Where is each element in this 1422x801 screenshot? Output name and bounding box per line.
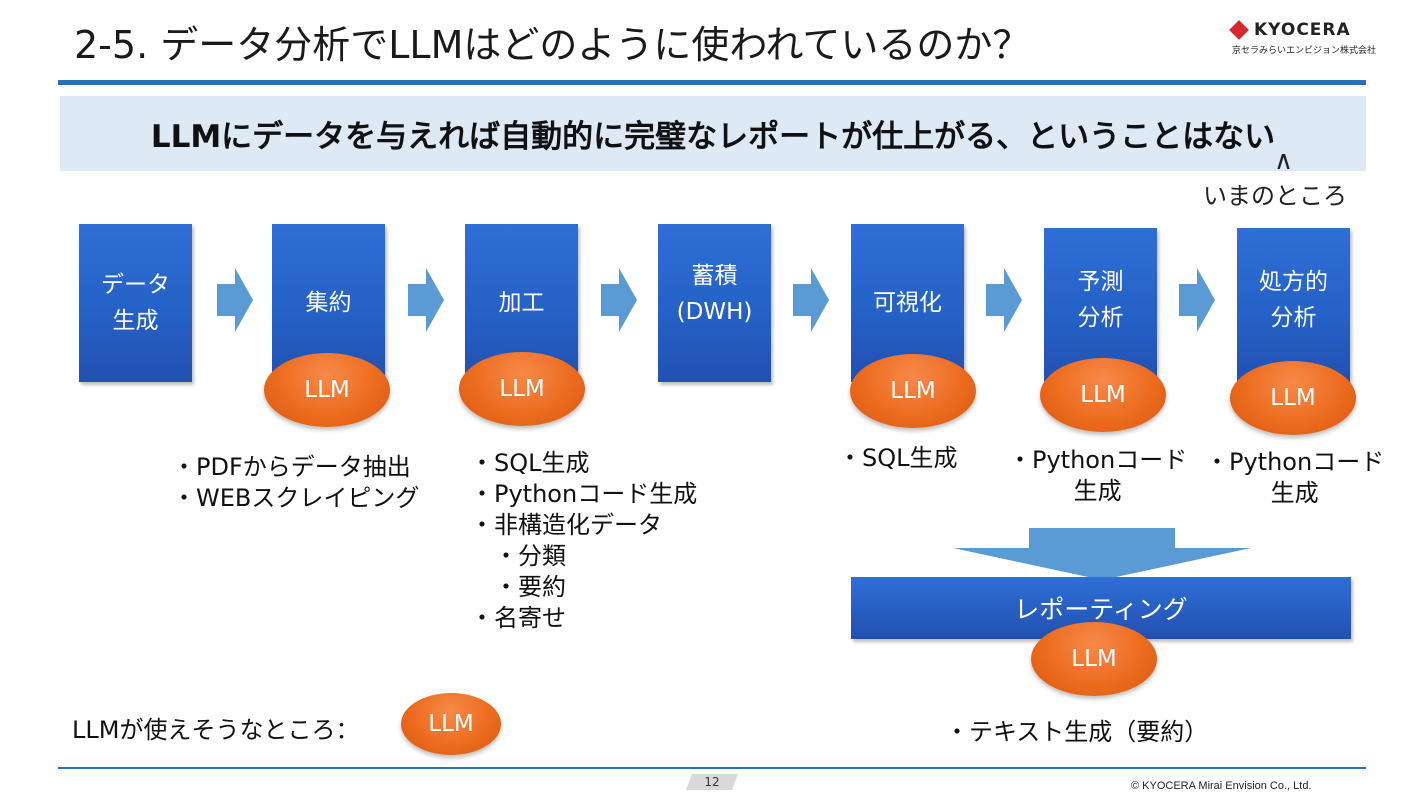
notes-prescriptive: ・Pythonコード 生成	[1205, 447, 1384, 509]
company-logo: KYOCERA 京セラみらいエンビジョン株式会社	[1229, 20, 1377, 56]
list-item: ・SQL生成	[470, 449, 590, 477]
page-number-tab	[686, 774, 738, 790]
flow-arrow-icon	[217, 268, 253, 332]
list-item: ・WEBスクレイピング	[172, 484, 420, 512]
insert-note: いまのところ	[1203, 182, 1347, 210]
list-item: 生成	[1270, 479, 1319, 507]
page-title: 2-5. データ分析でLLMはどのように使われているのか？	[74, 23, 1031, 67]
flow-arrow-icon	[793, 268, 829, 332]
legend-llm-badge: LLM	[401, 693, 501, 755]
notes-predictive: ・Pythonコード 生成	[1008, 445, 1187, 507]
step-label: 加工	[498, 290, 545, 316]
llm-badge-predictive: LLM	[1040, 358, 1166, 432]
insert-caret: ∧	[1274, 146, 1294, 176]
step-label: 処方的 分析	[1259, 269, 1328, 331]
flow-arrow-icon	[986, 268, 1022, 332]
step-label: 集約	[305, 290, 352, 316]
logo-icon	[1229, 20, 1249, 40]
step-storage-dwh: 蓄積 (DWH)	[658, 224, 771, 382]
llm-badge-reporting: LLM	[1031, 622, 1157, 696]
step-data-generation: データ 生成	[79, 224, 192, 382]
logo-subtitle: 京セラみらいエンビジョン株式会社	[1232, 46, 1377, 56]
llm-badge-visualization: LLM	[850, 354, 976, 428]
legend-text: LLMが使えそうなところ：	[72, 716, 360, 744]
list-item: ・要約	[470, 573, 566, 601]
step-label: 可視化	[873, 290, 942, 316]
list-item: ・PDFからデータ抽出	[172, 453, 411, 481]
notes-reporting: ・テキスト生成（要約）	[945, 717, 1208, 748]
notes-processing: ・SQL生成 ・Pythonコード生成 ・非構造化データ ・分類 ・要約 ・名寄…	[470, 448, 697, 634]
step-label: データ 生成	[101, 272, 170, 334]
list-item: ・Pythonコード生成	[470, 480, 698, 508]
header-divider	[58, 80, 1366, 85]
list-item: ・名寄せ	[470, 604, 566, 632]
llm-badge-processing: LLM	[459, 352, 585, 426]
step-label: 予測 分析	[1077, 269, 1124, 331]
step-prescriptive-analysis: 処方的 分析	[1237, 228, 1350, 386]
flow-arrow-icon	[601, 268, 637, 332]
step-predictive-analysis: 予測 分析	[1044, 228, 1157, 386]
copyright-text: © KYOCERA Mirai Envision Co., Ltd.	[1131, 780, 1312, 792]
list-item: ・Pythonコード	[1205, 448, 1385, 476]
notes-visualization: ・SQL生成	[838, 443, 958, 474]
llm-badge-prescriptive: LLM	[1230, 361, 1356, 435]
flow-arrow-icon	[408, 268, 444, 332]
llm-badge-aggregation: LLM	[264, 353, 390, 427]
list-item: ・SQL生成	[838, 444, 958, 472]
list-item: ・Pythonコード	[1008, 446, 1188, 474]
down-arrow-icon	[953, 528, 1251, 580]
logo-text: KYOCERA	[1254, 20, 1351, 40]
list-item: ・非構造化データ	[470, 511, 662, 539]
notes-aggregation: ・PDFからデータ抽出 ・WEBスクレイピング	[172, 452, 419, 514]
footer-divider	[58, 767, 1366, 769]
flow-arrow-icon	[1179, 268, 1215, 332]
list-item: ・テキスト生成（要約）	[945, 718, 1209, 746]
list-item: 生成	[1073, 477, 1122, 505]
step-label: 蓄積 (DWH)	[676, 263, 753, 325]
page-number: 12	[704, 775, 720, 789]
key-message-banner: LLMにデータを与えれば自動的に完璧なレポートが仕上がる、ということはない	[60, 96, 1366, 171]
kyocera-logo-mark: KYOCERA	[1229, 20, 1362, 40]
list-item: ・分類	[470, 542, 566, 570]
